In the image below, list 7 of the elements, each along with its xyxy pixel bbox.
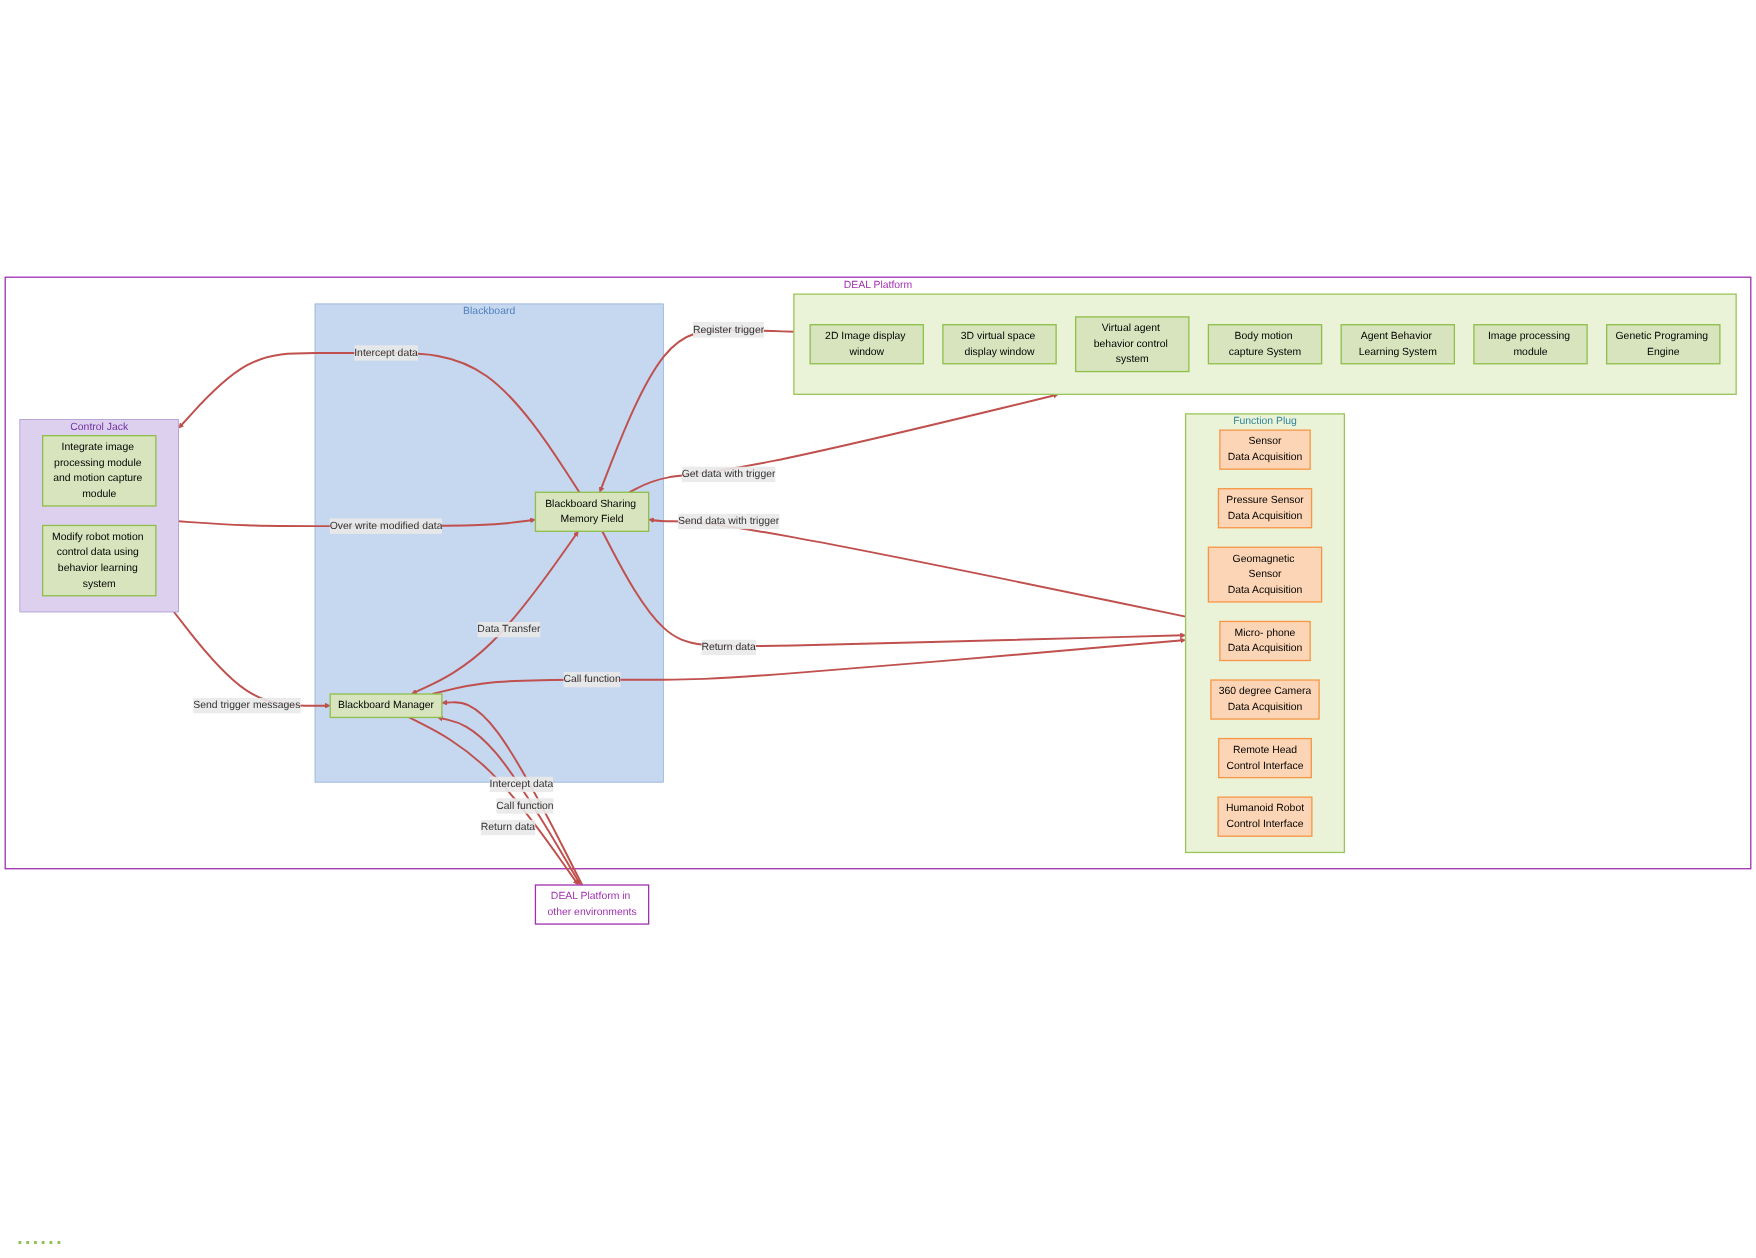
arrow bbox=[598, 328, 795, 492]
arrow bbox=[411, 530, 579, 694]
arrow bbox=[431, 637, 1186, 695]
arrow bbox=[628, 392, 1059, 493]
cluster bbox=[793, 292, 1737, 395]
arrow bbox=[601, 529, 1186, 647]
ellipsis-note: ...... bbox=[16, 1218, 63, 1250]
